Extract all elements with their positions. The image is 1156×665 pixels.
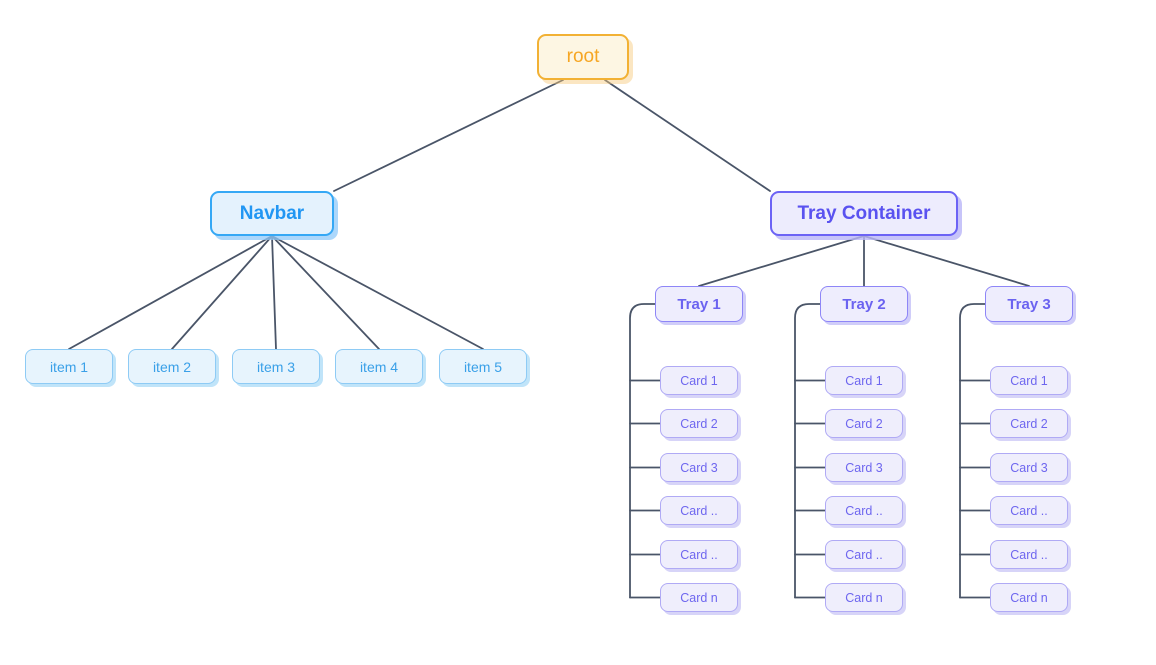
node-tray-3-card-4-label: Card ..	[1010, 503, 1048, 518]
node-tray-2-card-4-label: Card ..	[845, 503, 883, 518]
edge-tray-3-rail	[959, 303, 986, 599]
edge-tray-1-rail	[629, 303, 656, 599]
node-tray-2-card-3-label: Card 3	[845, 460, 883, 475]
node-tray-1-card-2[interactable]: Card 2	[660, 409, 738, 438]
node-tray-2-card-1-label: Card 1	[845, 373, 883, 388]
node-item-1-label: item 1	[49, 358, 89, 375]
node-navbar-label: Navbar	[239, 202, 305, 224]
edge-tray-container-to-tray-3	[863, 235, 1030, 287]
node-tray-2-card-5-label: Card ..	[845, 547, 883, 562]
node-tray-3-card-5[interactable]: Card ..	[990, 540, 1068, 569]
node-tray-container[interactable]: Tray Container	[770, 191, 958, 236]
edge-navbar-to-item-3	[271, 235, 277, 350]
node-tray-3-card-2-label: Card 2	[1010, 416, 1048, 431]
node-tray-2-card-2[interactable]: Card 2	[825, 409, 903, 438]
node-tray-2[interactable]: Tray 2	[820, 286, 908, 322]
node-root[interactable]: root	[537, 34, 629, 80]
node-item-3[interactable]: item 3	[232, 349, 320, 384]
node-tray-2-card-2-label: Card 2	[845, 416, 883, 431]
node-tray-1[interactable]: Tray 1	[655, 286, 743, 322]
node-tray-3-card-6-label: Card n	[1010, 590, 1048, 605]
edge-root-to-navbar	[333, 79, 564, 192]
node-tray-3-label: Tray 3	[1007, 295, 1051, 313]
node-tray-3-card-6[interactable]: Card n	[990, 583, 1068, 612]
node-tray-3[interactable]: Tray 3	[985, 286, 1073, 322]
node-tray-1-label: Tray 1	[677, 295, 721, 313]
node-tray-2-card-3[interactable]: Card 3	[825, 453, 903, 482]
node-tray-1-card-3-label: Card 3	[680, 460, 718, 475]
node-tray-1-card-4[interactable]: Card ..	[660, 496, 738, 525]
node-tray-3-card-1[interactable]: Card 1	[990, 366, 1068, 395]
edge-tray-container-to-tray-1	[698, 235, 865, 287]
edge-navbar-to-item-4	[271, 235, 380, 350]
node-item-4-label: item 4	[359, 358, 399, 375]
node-tray-2-card-6-label: Card n	[845, 590, 883, 605]
node-tray-1-card-5-label: Card ..	[680, 547, 718, 562]
node-item-3-label: item 3	[256, 358, 296, 375]
node-tray-3-card-4[interactable]: Card ..	[990, 496, 1068, 525]
edge-tray-2-rail	[794, 303, 821, 599]
node-tray-1-card-2-label: Card 2	[680, 416, 718, 431]
node-tray-3-card-1-label: Card 1	[1010, 373, 1048, 388]
node-root-label: root	[566, 46, 600, 67]
node-tray-1-card-3[interactable]: Card 3	[660, 453, 738, 482]
node-item-2[interactable]: item 2	[128, 349, 216, 384]
node-item-2-label: item 2	[152, 358, 192, 375]
node-tray-2-card-6[interactable]: Card n	[825, 583, 903, 612]
node-tray-1-card-6[interactable]: Card n	[660, 583, 738, 612]
node-tray-1-card-1-label: Card 1	[680, 373, 718, 388]
edge-navbar-to-item-5	[271, 235, 484, 350]
node-tray-2-label: Tray 2	[842, 295, 886, 313]
node-item-1[interactable]: item 1	[25, 349, 113, 384]
node-tray-1-card-4-label: Card ..	[680, 503, 718, 518]
node-tray-2-card-5[interactable]: Card ..	[825, 540, 903, 569]
node-tray-2-card-1[interactable]: Card 1	[825, 366, 903, 395]
node-navbar[interactable]: Navbar	[210, 191, 334, 236]
node-tray-2-card-4[interactable]: Card ..	[825, 496, 903, 525]
node-tray-1-card-6-label: Card n	[680, 590, 718, 605]
node-tray-3-card-2[interactable]: Card 2	[990, 409, 1068, 438]
node-tray-1-card-1[interactable]: Card 1	[660, 366, 738, 395]
node-tray-1-card-5[interactable]: Card ..	[660, 540, 738, 569]
node-item-4[interactable]: item 4	[335, 349, 423, 384]
node-tray-3-card-5-label: Card ..	[1010, 547, 1048, 562]
node-tray-3-card-3[interactable]: Card 3	[990, 453, 1068, 482]
edge-navbar-to-item-2	[171, 235, 273, 350]
node-tray-3-card-3-label: Card 3	[1010, 460, 1048, 475]
edge-navbar-to-item-1	[68, 235, 273, 350]
node-item-5-label: item 5	[463, 358, 503, 375]
node-item-5[interactable]: item 5	[439, 349, 527, 384]
node-tray-container-label: Tray Container	[797, 202, 931, 224]
edge-root-to-tray-container	[604, 79, 771, 192]
